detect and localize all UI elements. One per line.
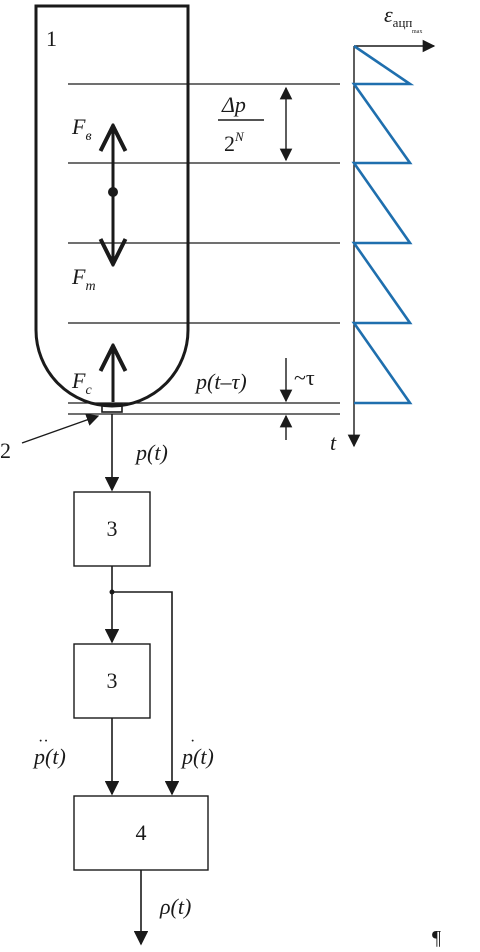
sawtooth-signal: [351, 44, 415, 405]
sensor-pointer: [21, 413, 100, 444]
block-computer: [73, 795, 209, 871]
pilcrow-mark: ¶: [432, 927, 441, 949]
p-ddot-dots: ··: [38, 733, 49, 750]
force-mid-label: Fm: [71, 264, 96, 294]
p-dot-dot: ·: [190, 733, 195, 750]
signal-axis-label: εацп: [384, 2, 412, 30]
delay-label: p(t–τ): [194, 369, 247, 394]
time-axis-label: t: [330, 430, 337, 455]
block-differentiator-1: [73, 491, 151, 567]
p-ddot-label: p(t): [32, 744, 66, 769]
block-1-label: 3: [107, 516, 118, 541]
p-t-label: p(t): [134, 440, 168, 465]
delta-numerator: Δp: [221, 92, 246, 117]
vessel-number: 1: [46, 26, 57, 51]
force-low-label: Fc: [71, 368, 92, 398]
flow-branch-to-block3: [112, 591, 180, 796]
block-2-label: 3: [107, 668, 118, 693]
rho-t-label: ρ(t): [159, 894, 191, 919]
signal-axis-sublabel: max: [412, 29, 422, 35]
block-3-label: 4: [136, 820, 147, 845]
vessel-outline: [34, 4, 190, 408]
delta-denominator: 2N: [224, 129, 245, 156]
force-top-label: Fв: [71, 114, 92, 144]
tau-label: ~τ: [294, 365, 315, 390]
sensor-number: 2: [0, 438, 11, 463]
sensor: [101, 403, 123, 413]
mass-point: [108, 187, 118, 197]
block-differentiator-2: [73, 643, 151, 719]
p-dot-label: p(t): [180, 744, 214, 769]
